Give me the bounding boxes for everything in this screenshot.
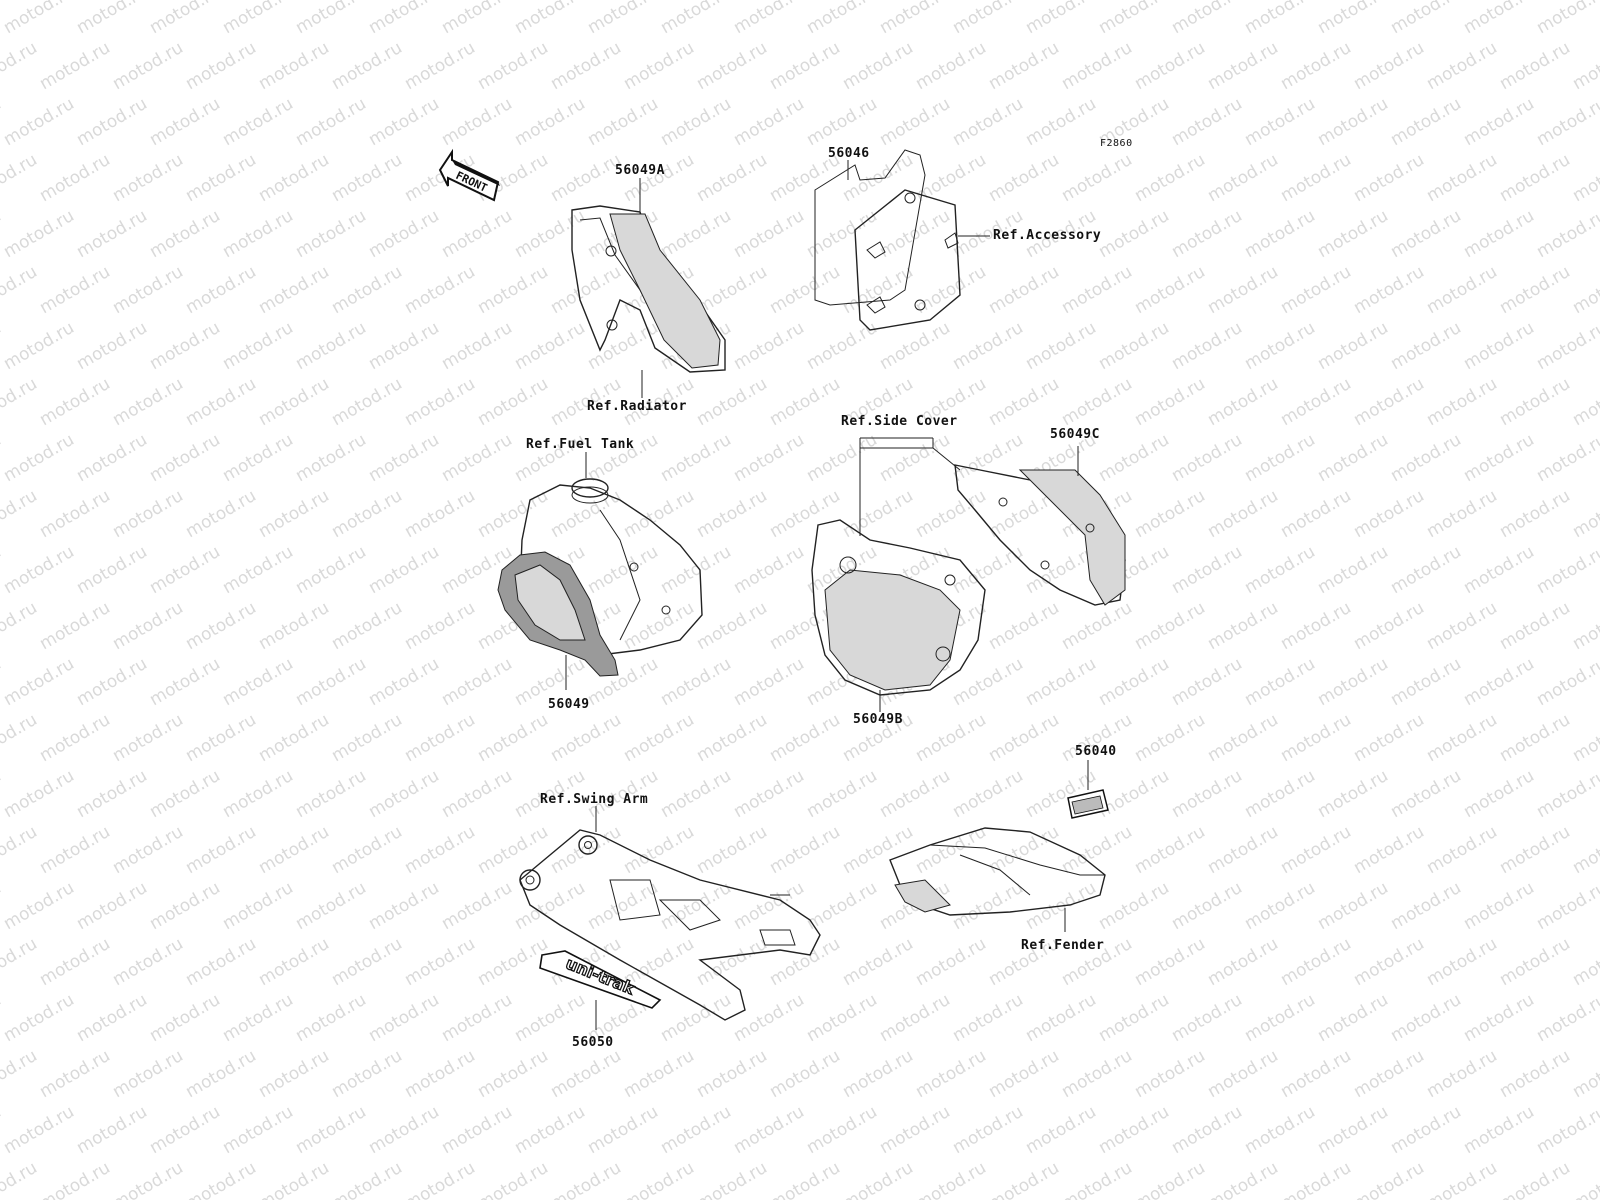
figure-code: F2860	[1100, 138, 1133, 149]
side-cover-right-part	[954, 464, 1126, 606]
ref-fender-label: Ref.Fender	[1021, 938, 1105, 953]
rear-fender-part	[889, 827, 1106, 916]
part-number-56040: 56040	[1075, 744, 1117, 759]
ref-fuel-tank-label: Ref.Fuel Tank	[526, 437, 635, 452]
number-plate-part	[814, 149, 961, 331]
part-number-56049A: 56049A	[615, 163, 665, 178]
part-number-56046: 56046	[828, 146, 870, 161]
part-number-56050: 56050	[572, 1035, 614, 1050]
ref-swing-arm-label: Ref.Swing Arm	[540, 792, 649, 807]
part-number-56049B: 56049B	[853, 712, 903, 727]
ref-side-cover-label: Ref.Side Cover	[841, 414, 958, 429]
swing-arm-part	[519, 829, 821, 1021]
front-arrow-icon	[438, 148, 500, 202]
radiator-shroud-part	[571, 205, 726, 373]
ref-accessory-label: Ref.Accessory	[993, 228, 1102, 243]
label-plate-56040-part	[1067, 789, 1109, 819]
uni-trak-decal-part: uni-trak	[539, 950, 662, 1009]
leader-side-cover	[859, 437, 961, 536]
ref-radiator-label: Ref.Radiator	[587, 399, 687, 414]
part-number-56049: 56049	[548, 697, 590, 712]
fuel-tank-part	[497, 478, 703, 677]
part-number-56049C: 56049C	[1050, 427, 1100, 442]
side-cover-left-part	[811, 519, 986, 696]
